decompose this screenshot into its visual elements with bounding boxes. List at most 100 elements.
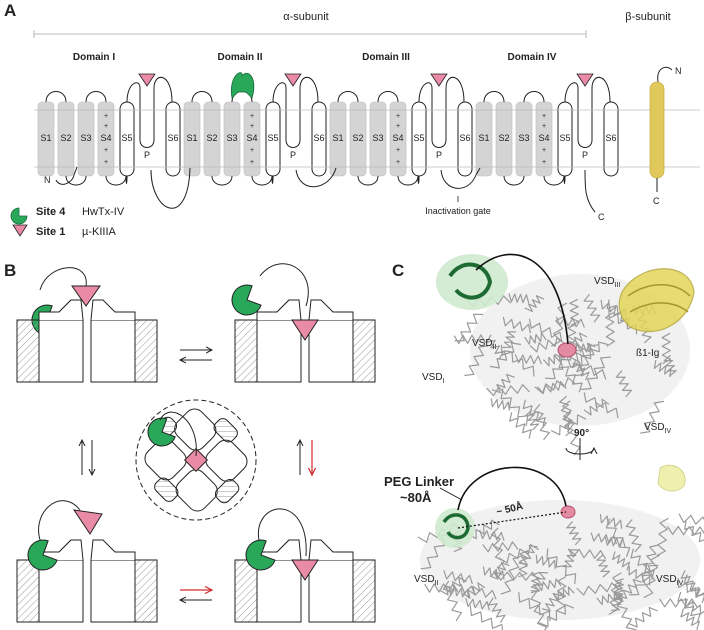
segment-label: S2 (206, 133, 217, 143)
segment-label: S4 (392, 133, 403, 143)
site1-toxin-marker (576, 73, 594, 87)
beta1-ig-domain (618, 268, 695, 333)
segment-label: S5 (413, 133, 424, 143)
site1-toxin-marker (430, 73, 448, 87)
n-terminus-line (55, 166, 78, 185)
vsd-iv-label: VSDIV (644, 422, 672, 435)
arrow-top (180, 350, 212, 360)
site1-toxin: µ-KIIIA (82, 226, 117, 238)
hwtx-density (436, 254, 508, 310)
pink-toxin-icon (72, 509, 103, 535)
arrow-bottom (180, 590, 212, 600)
s4-charge: + (104, 123, 108, 130)
segment-label: S1 (478, 133, 489, 143)
vsd-ii-label-bottom: VSDII (414, 574, 439, 587)
vsd-ii-label: VSDII (472, 338, 497, 351)
beta-n-label: N (675, 66, 682, 76)
segment-label: P (436, 150, 442, 160)
s4-charge: + (250, 147, 254, 154)
linker-curve (258, 508, 307, 557)
s4-charge: + (250, 123, 254, 130)
c-terminus-label: C (598, 212, 605, 222)
p-loop (418, 76, 465, 148)
arrow-right (300, 440, 312, 475)
site1-toxin-marker (138, 73, 156, 87)
panel-b-label: B (4, 261, 16, 280)
peg-linker-label: PEG Linker (384, 474, 454, 489)
structure-side-view: PEG Linker ~80Å ~ 50Å VSDII VSDIV (384, 464, 704, 630)
segment-label: S6 (605, 133, 616, 143)
segment-s6 (457, 101, 473, 177)
segment-s6 (603, 101, 619, 177)
segment-label: S3 (80, 133, 91, 143)
s4-charge: + (104, 147, 108, 154)
segment-label: S4 (100, 133, 111, 143)
state-green-bound (16, 500, 158, 623)
segment-label: S1 (40, 133, 51, 143)
inactivation-gate-loop (440, 167, 481, 189)
s4-charge: + (396, 113, 400, 120)
segment-label: S1 (332, 133, 343, 143)
p-loop (272, 76, 319, 148)
kiiia-ribbon (557, 342, 577, 358)
site4-toxin-marker (230, 72, 255, 99)
protein-helices (417, 513, 704, 630)
s4-charge: + (250, 159, 254, 166)
segment-label: S6 (167, 133, 178, 143)
segment-s6 (165, 101, 181, 177)
segment-label: S3 (226, 133, 237, 143)
segment-label: S1 (186, 133, 197, 143)
segment-label: S5 (559, 133, 570, 143)
beta-c-label: C (653, 196, 660, 206)
domain-label: Domain III (362, 52, 410, 63)
green-toxin-on-vsd (27, 539, 58, 571)
channel-open-pore (16, 299, 158, 383)
loop-ii-iii (295, 167, 337, 188)
site4-toxin: HwTx-IV (82, 206, 125, 218)
segment-label: P (582, 150, 588, 160)
segment-s6 (311, 101, 327, 177)
state-pink-bound (231, 263, 376, 383)
beta1-ig-domain (657, 464, 686, 492)
s4-charge: + (104, 159, 108, 166)
s4-charge: + (104, 113, 108, 120)
legend: Site 4 HwTx-IV Site 1 µ-KIIIA (10, 206, 125, 238)
site1-toxin-marker (284, 73, 302, 87)
s4-charge: + (250, 113, 254, 120)
segment-label: S4 (246, 133, 257, 143)
segment-label: S2 (60, 133, 71, 143)
linker-curve (38, 500, 81, 546)
segment-label: P (290, 150, 296, 160)
rotation-label: 90° (574, 428, 589, 439)
panel-a-label: A (4, 1, 16, 20)
domain-label: Domain I (73, 52, 115, 63)
s4-charge: + (542, 159, 546, 166)
s4-charge: + (396, 123, 400, 130)
green-toxin-icon (231, 284, 262, 316)
green-toxin-icon (147, 417, 176, 447)
rotation-symbol: 90° (565, 428, 594, 460)
kiiia-ribbon (560, 505, 576, 519)
channel-open-pore (16, 539, 158, 623)
s4-charge: + (396, 147, 400, 154)
vsd-iii-label: VSDIII (594, 276, 620, 289)
state-both-bound (234, 508, 376, 623)
structure-top-view: VSDIII VSDII VSDI VSDIV ß1-Ig (422, 253, 695, 456)
green-toxin-on-vsd (245, 539, 276, 571)
hwtx-ribbon (448, 262, 493, 300)
beta1-ig-label: ß1-Ig (636, 348, 659, 359)
p-loop (126, 76, 173, 148)
hwtx-ribbon (442, 513, 470, 540)
segment-label: S6 (313, 133, 324, 143)
beta-n-terminus (657, 66, 673, 83)
s4-charge: + (542, 147, 546, 154)
beta-subunit-helix (649, 81, 665, 179)
loop-i-ii (150, 167, 191, 209)
segment-label: S3 (518, 133, 529, 143)
